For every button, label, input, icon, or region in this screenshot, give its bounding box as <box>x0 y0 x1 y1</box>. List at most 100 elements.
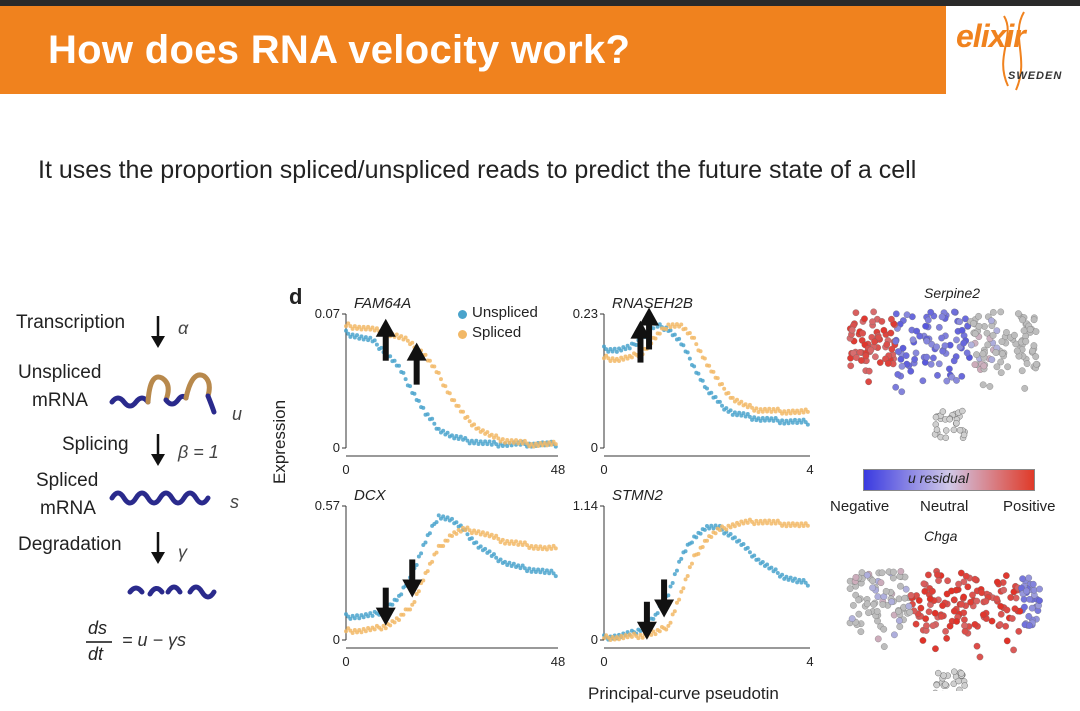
embedding-plots <box>846 308 1043 691</box>
data-point <box>602 636 606 641</box>
data-point <box>401 370 406 375</box>
slide-subtitle: It uses the proportion spliced/unspliced… <box>38 156 917 184</box>
y-tick-label: 0 <box>591 632 598 647</box>
x-tick-label: 4 <box>806 654 813 669</box>
data-point <box>346 331 351 336</box>
cell-point <box>874 635 882 643</box>
chart-title: STMN2 <box>612 487 663 504</box>
cell-point <box>942 434 949 442</box>
data-point <box>745 520 750 525</box>
data-point <box>689 561 694 566</box>
data-point <box>454 531 459 536</box>
cell-point <box>1022 338 1030 345</box>
data-point <box>722 386 727 391</box>
cell-point <box>969 591 976 599</box>
eq-numerator: ds <box>88 618 108 638</box>
data-point <box>694 342 699 347</box>
data-point <box>700 378 705 383</box>
data-point <box>758 418 763 423</box>
data-point <box>737 522 742 527</box>
cell-point <box>971 575 979 583</box>
arrow-down-icon <box>151 434 165 466</box>
data-point <box>379 345 384 350</box>
cell-point <box>958 670 965 677</box>
data-point <box>372 338 377 343</box>
data-point <box>775 571 780 575</box>
cell-point <box>997 610 1005 618</box>
data-point <box>705 538 709 543</box>
cell-point <box>891 631 898 639</box>
data-point <box>670 612 675 617</box>
cell-point <box>990 309 997 316</box>
data-point <box>805 583 810 588</box>
cell-point <box>997 308 1005 316</box>
cell-point <box>1015 310 1022 317</box>
data-point <box>525 543 530 548</box>
data-point <box>472 528 477 533</box>
cell-point <box>1019 316 1026 324</box>
data-point <box>445 538 450 543</box>
cell-point <box>1003 329 1010 336</box>
data-point <box>467 441 472 446</box>
data-point <box>679 322 684 327</box>
data-point <box>700 544 705 549</box>
cell-point <box>946 416 953 423</box>
cell-point <box>973 597 981 605</box>
data-point <box>474 438 479 443</box>
data-point <box>366 614 371 619</box>
data-point <box>370 613 375 618</box>
cell-point <box>932 421 940 428</box>
data-point <box>348 324 353 329</box>
data-point <box>529 543 534 548</box>
data-point <box>621 357 626 362</box>
data-point <box>544 443 549 448</box>
cell-point <box>901 594 909 602</box>
data-point <box>476 426 481 431</box>
data-point <box>739 399 744 404</box>
data-point <box>368 335 373 340</box>
data-point <box>344 328 348 333</box>
data-point <box>732 410 737 415</box>
data-point <box>494 533 499 538</box>
spliced-mrna-icon <box>109 490 211 506</box>
data-point <box>679 556 684 561</box>
cell-point <box>925 608 933 616</box>
data-point <box>474 540 479 545</box>
cell-point <box>979 381 987 389</box>
cell-point <box>917 604 925 612</box>
data-point <box>792 576 797 581</box>
data-point <box>496 536 501 541</box>
data-point <box>629 355 634 360</box>
data-point <box>668 584 673 589</box>
data-point <box>403 335 408 340</box>
cell-point <box>899 344 907 352</box>
data-point <box>672 609 677 614</box>
y-tick-label: 0.23 <box>573 306 598 321</box>
data-point <box>784 574 789 579</box>
cell-point <box>859 329 867 337</box>
cell-point <box>1020 327 1028 334</box>
cell-point <box>896 623 904 631</box>
data-point <box>760 521 765 526</box>
cell-point <box>950 680 957 687</box>
cell-point <box>888 345 896 353</box>
data-point <box>664 627 669 632</box>
data-point <box>767 406 772 411</box>
data-point <box>465 414 470 419</box>
colorbar-neutral: Neutral <box>920 498 969 515</box>
data-point <box>436 370 441 375</box>
cell-point <box>933 681 940 689</box>
spliced-label-2: mRNA <box>40 498 96 519</box>
colorbar <box>863 469 1035 491</box>
data-point <box>687 330 692 335</box>
cell-point <box>898 388 906 396</box>
data-point <box>664 327 669 332</box>
data-point <box>514 539 519 544</box>
data-point <box>469 536 474 541</box>
cell-point <box>933 426 941 433</box>
cell-point <box>975 322 983 330</box>
data-point <box>425 569 430 574</box>
data-point <box>724 406 729 411</box>
data-point <box>511 561 516 566</box>
data-point <box>726 391 731 396</box>
